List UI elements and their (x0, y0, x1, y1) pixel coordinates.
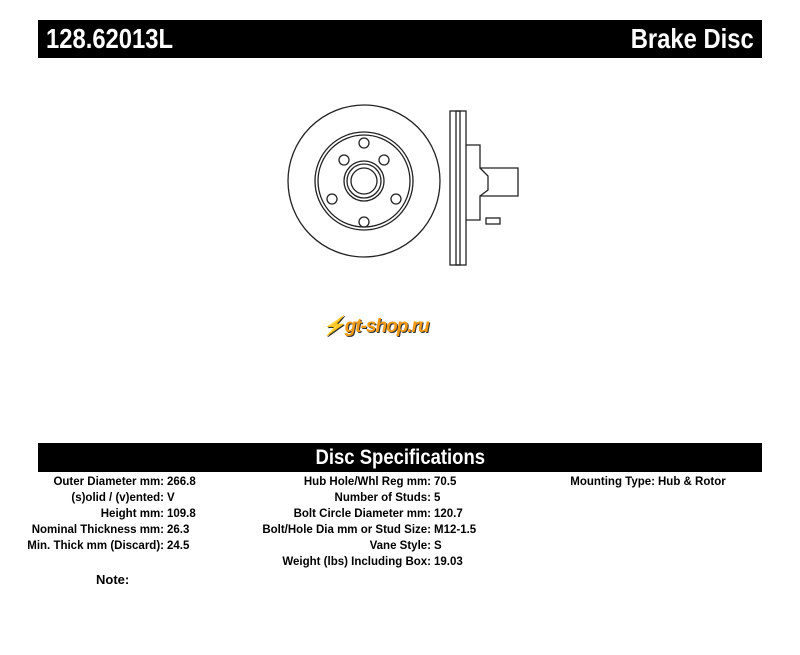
specs-title-bar: Disc Specifications (38, 443, 762, 472)
spec-row: Vane Style:S (0, 538, 442, 554)
spec-label: Nominal Thickness mm: (31, 524, 164, 536)
spec-value: 26.3 (167, 524, 190, 536)
spec-label: Bolt Circle Diameter mm: (293, 508, 431, 520)
spec-label: Mounting Type: (570, 476, 655, 488)
spec-label: Outer Diameter mm: (53, 476, 164, 488)
spec-label: Vane Style: (369, 540, 431, 552)
spec-value: 19.03 (434, 556, 463, 568)
spec-value: 120.7 (434, 508, 463, 520)
spec-value: S (434, 540, 442, 552)
spec-value: 24.5 (167, 540, 190, 552)
spec-value: V (167, 492, 175, 504)
spec-row: Number of Studs:5 (0, 490, 441, 506)
spec-value: 5 (434, 492, 441, 504)
spec-value: Hub & Rotor (658, 476, 726, 488)
spec-value: 109.8 (167, 508, 196, 520)
header-bar: 128.62013L Brake Disc (38, 20, 762, 58)
spec-row: Hub Hole/Whl Reg mm:70.5 (0, 474, 457, 490)
product-type: Brake Disc (630, 23, 754, 54)
note-label: Note: (96, 572, 130, 587)
watermark-logo: ⚡gt-shop.ru (322, 316, 430, 337)
spec-row: Mounting Type:Hub & Rotor (0, 474, 725, 490)
disc-front-view (287, 104, 441, 258)
spec-row: Outer Diameter mm:266.8 (0, 474, 195, 490)
spec-label: (s)olid / (v)ented: (71, 492, 164, 504)
spec-label: Weight (lbs) Including Box: (282, 556, 431, 568)
spec-label: Bolt/Hole Dia mm or Stud Size: (262, 524, 431, 536)
spec-value: 266.8 (167, 476, 196, 488)
spec-value: M12-1.5 (434, 524, 477, 536)
spec-row: Bolt/Hole Dia mm or Stud Size:M12-1.5 (0, 522, 476, 538)
spec-row: Min. Thick mm (Discard):24.5 (0, 538, 189, 554)
spec-row: Nominal Thickness mm:26.3 (0, 522, 190, 538)
spec-row: Weight (lbs) Including Box:19.03 (0, 554, 462, 570)
spec-label: Height mm: (100, 508, 164, 520)
spec-value: 70.5 (434, 476, 457, 488)
disc-side-view (449, 110, 519, 266)
spec-row: (s)olid / (v)ented:V (0, 490, 174, 506)
spec-label: Min. Thick mm (Discard): (27, 540, 164, 552)
specs-title: Disc Specifications (315, 446, 485, 469)
brake-disc-drawing (287, 104, 519, 266)
spec-row: Height mm:109.8 (0, 506, 196, 522)
part-number: 128.62013L (46, 23, 174, 54)
spec-label: Hub Hole/Whl Reg mm: (303, 476, 431, 488)
spec-row: Bolt Circle Diameter mm:120.7 (0, 506, 463, 522)
spec-label: Number of Studs: (334, 492, 431, 504)
